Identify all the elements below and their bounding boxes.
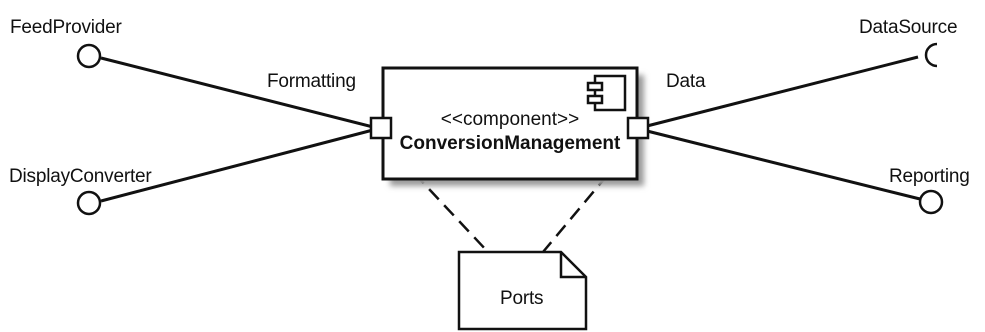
label-reporting: Reporting bbox=[889, 166, 970, 187]
note-text: Ports bbox=[500, 288, 544, 309]
port-data bbox=[626, 116, 650, 140]
connector-feedprovider bbox=[100, 56, 374, 129]
label-port-data: Data bbox=[666, 71, 706, 92]
label-displayconverter: DisplayConverter bbox=[9, 166, 152, 187]
connector-displayconverter bbox=[100, 128, 374, 203]
note-shape bbox=[457, 250, 588, 331]
connector-reporting bbox=[646, 129, 921, 201]
interface-displayconverter-lollipop bbox=[76, 190, 102, 216]
interface-feedprovider-lollipop bbox=[76, 43, 102, 69]
component-name: ConversionManagement bbox=[399, 133, 621, 154]
label-feedprovider: FeedProvider bbox=[10, 17, 122, 38]
interface-datasource-socket bbox=[924, 42, 938, 68]
note-fold bbox=[559, 252, 586, 279]
component-stereotype: <<component>> bbox=[440, 109, 580, 130]
component-icon bbox=[586, 74, 627, 112]
port-formatting bbox=[369, 116, 393, 140]
label-datasource: DataSource bbox=[859, 17, 958, 38]
connector-datasource bbox=[646, 55, 919, 128]
interface-reporting-lollipop bbox=[918, 189, 944, 215]
label-port-formatting: Formatting bbox=[267, 71, 356, 92]
